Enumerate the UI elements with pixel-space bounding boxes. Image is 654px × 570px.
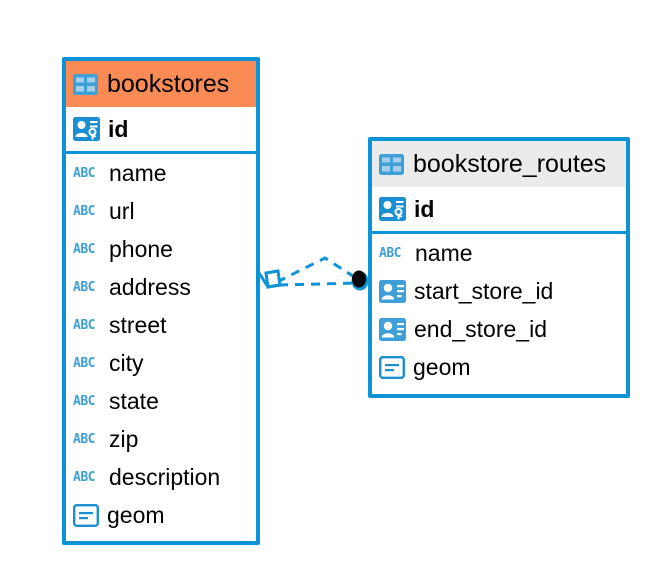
field-label: name xyxy=(415,239,473,266)
geometry-icon xyxy=(73,503,99,527)
field-row-phone[interactable]: ABC phone xyxy=(66,230,256,268)
abc-text-icon: ABC xyxy=(73,279,95,295)
crows-foot-diamond-marker xyxy=(257,269,282,289)
field-label: id xyxy=(414,195,435,222)
field-row-address[interactable]: ABC address xyxy=(66,268,256,306)
abc-text-icon: ABC xyxy=(73,317,95,333)
entity-title: bookstore_routes xyxy=(413,149,607,178)
field-label: start_store_id xyxy=(414,277,554,304)
field-label: state xyxy=(109,387,159,414)
primary-key-separator xyxy=(372,231,626,234)
field-label: name xyxy=(109,159,167,186)
field-row-geom[interactable]: geom xyxy=(372,348,626,386)
field-row-state[interactable]: ABC state xyxy=(66,382,256,420)
field-row-street[interactable]: ABC street xyxy=(66,306,256,344)
field-row-geom[interactable]: geom xyxy=(66,496,256,534)
field-label: address xyxy=(109,273,191,300)
field-label: id xyxy=(108,115,129,142)
field-row-id[interactable]: id xyxy=(372,187,626,231)
abc-text-icon: ABC xyxy=(379,245,401,261)
abc-text-icon: ABC xyxy=(73,241,95,257)
field-label: url xyxy=(109,197,135,224)
primary-key-icon xyxy=(73,117,100,141)
field-row-city[interactable]: ABC city xyxy=(66,344,256,382)
field-row-url[interactable]: ABC url xyxy=(66,192,256,230)
field-row-zip[interactable]: ABC zip xyxy=(66,420,256,458)
filled-dot-marker xyxy=(351,270,369,291)
abc-text-icon: ABC xyxy=(73,393,95,409)
entity-table-bookstores[interactable]: bookstores id ABC name xyxy=(62,57,260,545)
entity-header-bookstore-routes[interactable]: bookstore_routes xyxy=(372,141,626,187)
abc-text-icon: ABC xyxy=(73,203,95,219)
entity-table-bookstore-routes[interactable]: bookstore_routes id ABC name xyxy=(368,137,630,398)
table-icon xyxy=(73,73,98,95)
relationship-line-lower xyxy=(278,281,360,287)
abc-text-icon: ABC xyxy=(73,355,95,371)
entity-header-bookstores[interactable]: bookstores xyxy=(66,61,256,107)
abc-text-icon: ABC xyxy=(73,469,95,485)
field-label: geom xyxy=(413,353,471,380)
field-row-name[interactable]: ABC name xyxy=(66,154,256,192)
field-row-end-store-id[interactable]: end_store_id xyxy=(372,310,626,348)
foreign-key-icon xyxy=(379,317,406,341)
field-label: geom xyxy=(107,501,165,528)
field-row-description[interactable]: ABC description xyxy=(66,458,256,496)
field-label: end_store_id xyxy=(414,315,547,342)
field-label: street xyxy=(109,311,167,338)
field-label: zip xyxy=(109,425,139,452)
field-label: description xyxy=(109,463,221,490)
primary-key-icon xyxy=(379,197,406,221)
abc-text-icon: ABC xyxy=(73,431,95,447)
field-row-start-store-id[interactable]: start_store_id xyxy=(372,272,626,310)
primary-key-separator xyxy=(66,151,256,154)
relationship-line-upper xyxy=(276,256,360,284)
geometry-icon xyxy=(379,355,405,379)
field-label: phone xyxy=(109,235,173,262)
table-icon xyxy=(379,153,404,175)
field-row-name[interactable]: ABC name xyxy=(372,234,626,272)
field-row-id[interactable]: id xyxy=(66,107,256,151)
relationship-connector[interactable] xyxy=(255,240,385,320)
abc-text-icon: ABC xyxy=(73,165,95,181)
foreign-key-icon xyxy=(379,279,406,303)
entity-title: bookstores xyxy=(107,69,230,98)
field-label: city xyxy=(109,349,144,376)
